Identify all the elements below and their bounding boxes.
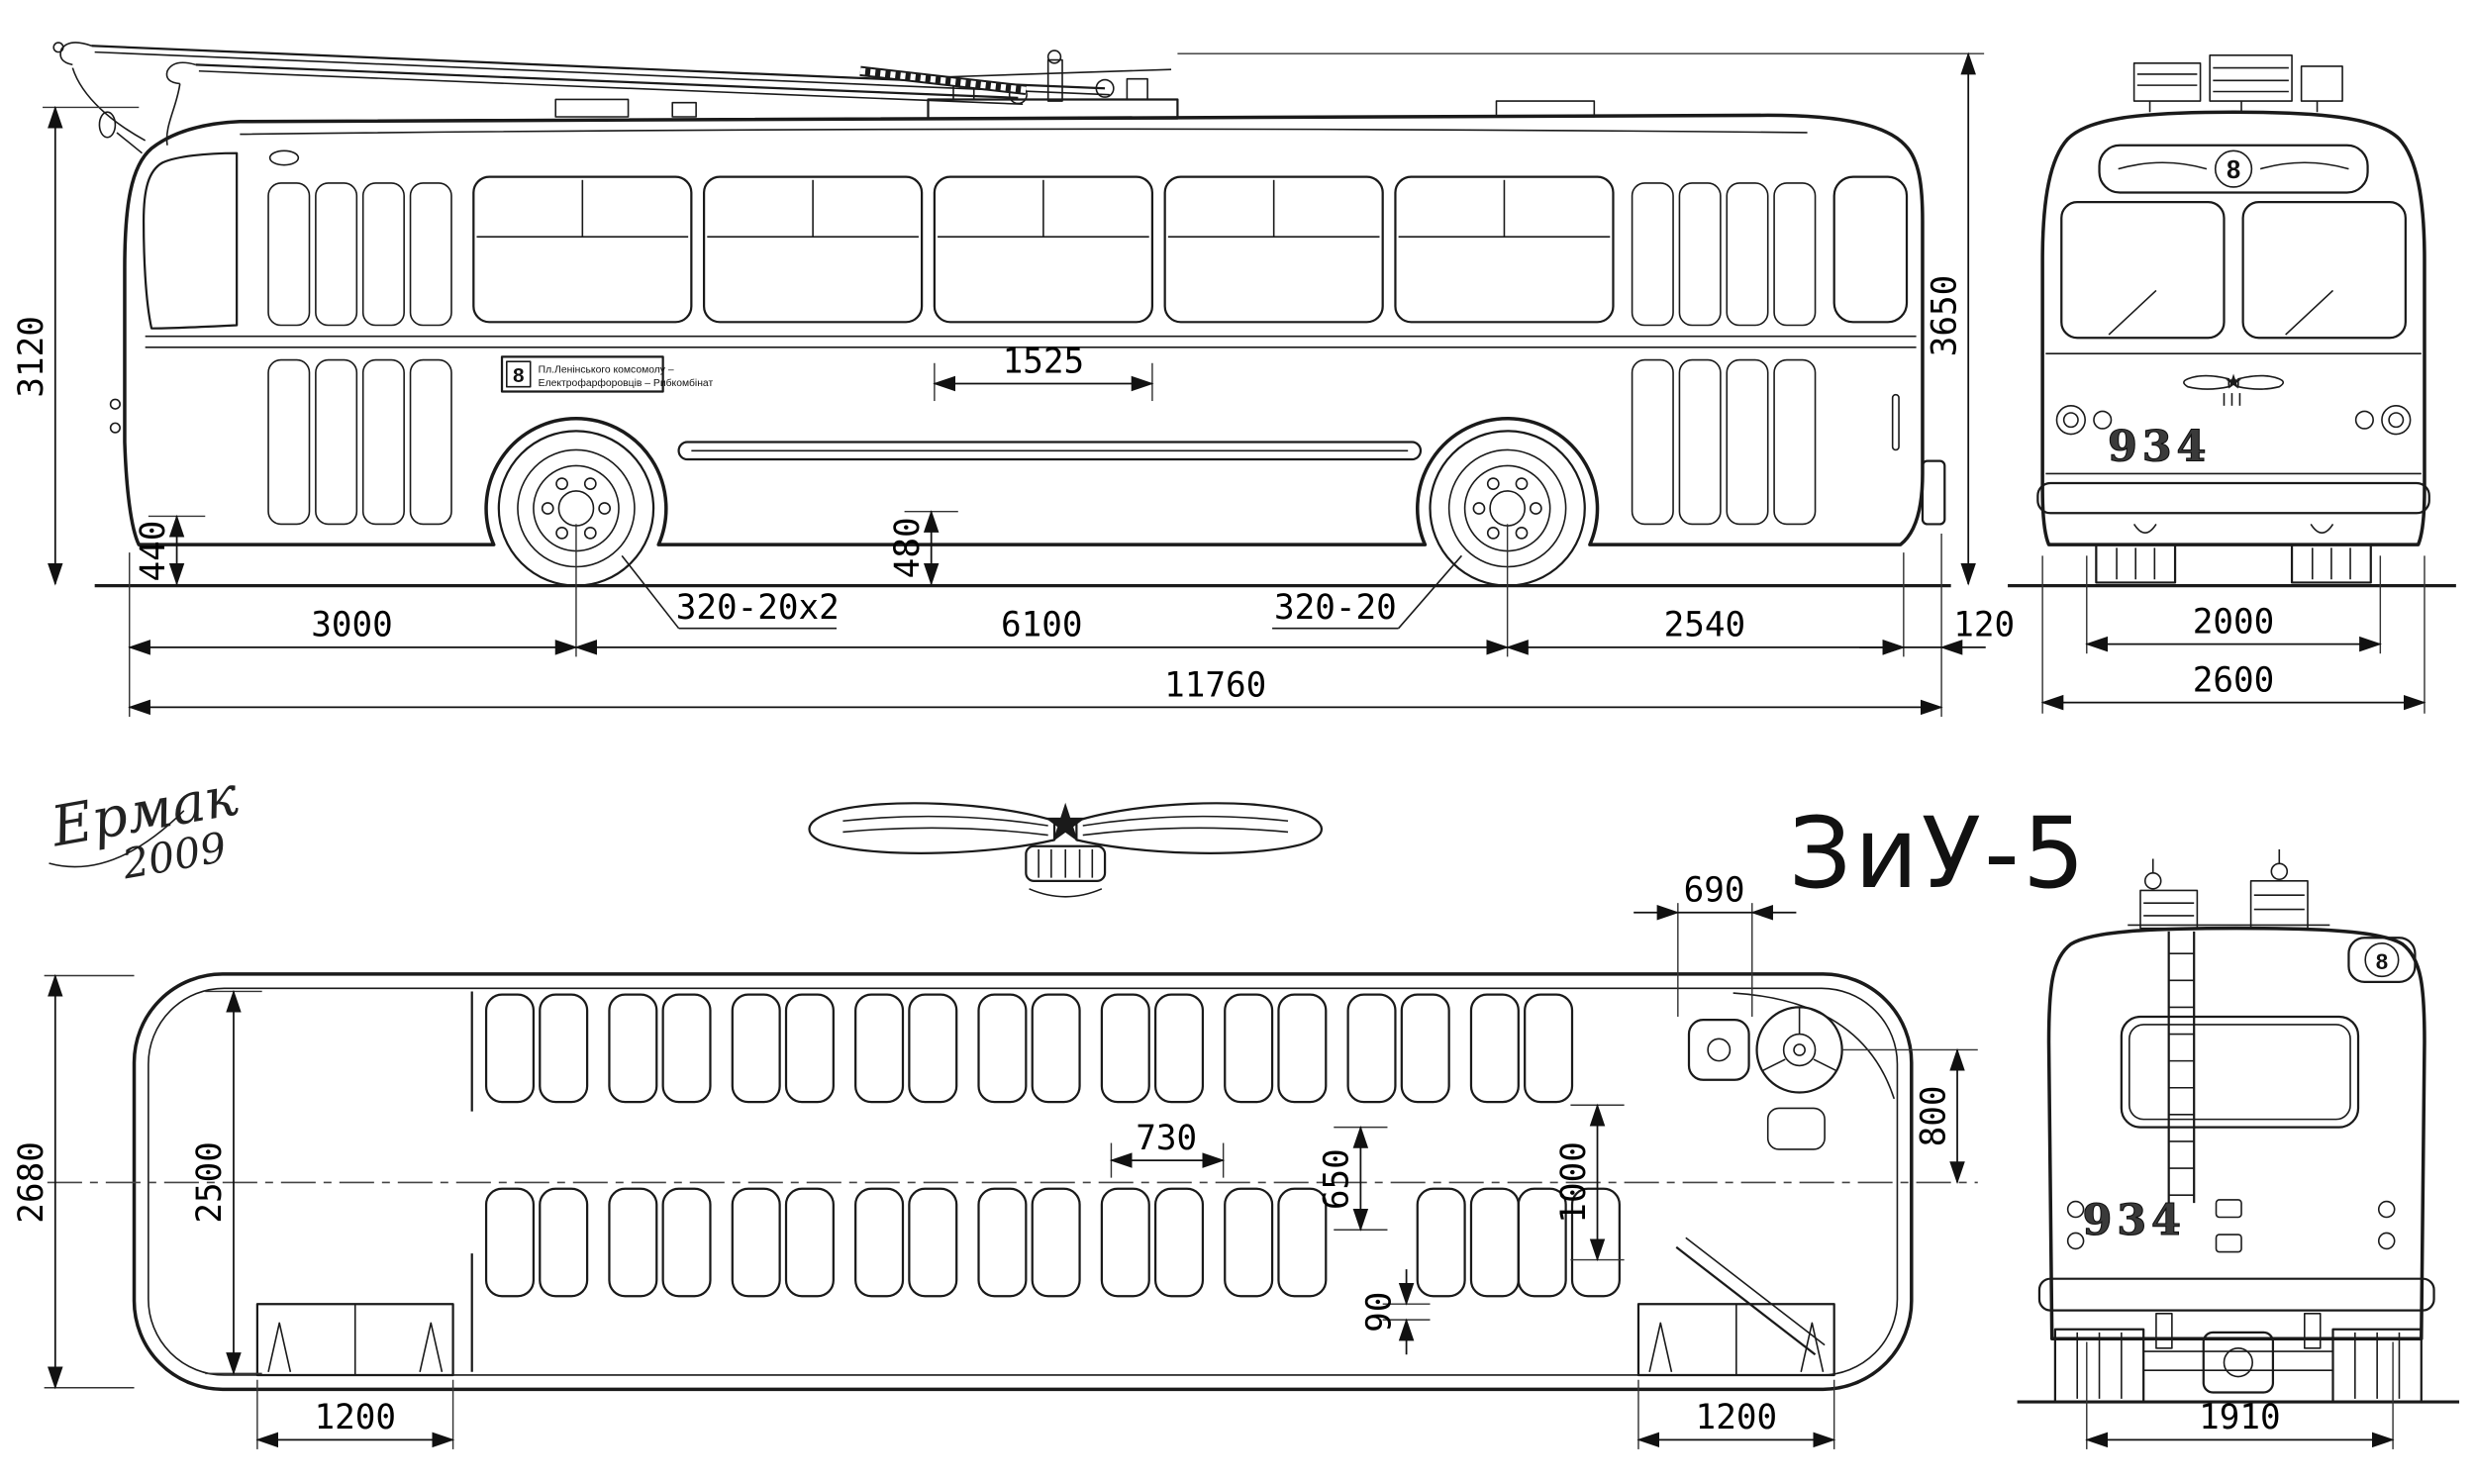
headlights <box>2055 405 2412 436</box>
dim-overall-length: 11760 <box>1164 665 1266 705</box>
rear-window-inner <box>2128 1024 2351 1121</box>
front-body-outline <box>2040 110 2426 546</box>
plan-dimensions: 2680 2500 730 650 1000 90 <box>12 871 1978 1449</box>
dim-wheelbase: 6100 <box>1001 606 1083 645</box>
dim-plan-overall-width: 2680 <box>12 1141 51 1224</box>
rear-undercarriage <box>2053 1312 2423 1404</box>
front-wheels <box>2095 544 2372 584</box>
page-title: ЗиУ-5 <box>1789 797 2088 911</box>
front-dimensions: 2000 2600 <box>2040 555 2426 714</box>
windscreen-left <box>2060 201 2226 340</box>
label-front-tyres: 320-20x2 <box>676 588 840 628</box>
trolley-poles <box>52 42 1179 146</box>
author-signature: Ермак 2009 <box>46 763 243 888</box>
dim-step-gap: 90 <box>1360 1292 1400 1333</box>
front-emblem-star-icon: ★ <box>2225 369 2243 393</box>
front-view: 8 ★ 934 <box>2008 54 2456 714</box>
dim-overall-height: 3650 <box>1925 275 1964 357</box>
route-sign-line1: Пл.Ленінського комсомолу – <box>539 364 674 375</box>
front-door <box>267 182 452 526</box>
emblem-grille <box>1025 844 1107 882</box>
dim-overall-width: 2600 <box>2193 660 2275 700</box>
dim-front-door-width: 1200 <box>1696 1398 1778 1437</box>
front-emblem: ★ <box>2183 369 2285 406</box>
windscreen <box>142 151 239 330</box>
dim-front-overhang: 3000 <box>311 606 393 645</box>
side-route-sign: 8 Пл.Ленінського комсомолу – Електрофарф… <box>500 355 714 393</box>
marker-light <box>268 149 300 166</box>
rub-strip <box>677 441 1423 461</box>
belt-trim <box>145 335 1917 348</box>
wiper-right <box>2285 289 2334 336</box>
rear-dimensions: 1910 <box>2085 1341 2395 1449</box>
rear-door-stepwell <box>255 1303 454 1377</box>
dim-rear-track-width: 1910 <box>2199 1398 2281 1437</box>
dim-track-width: 2000 <box>2193 602 2275 642</box>
rear-route-number: 8 <box>2376 949 2388 974</box>
dim-interior-width: 2500 <box>190 1141 230 1224</box>
pole-rope <box>71 67 147 142</box>
rear-lights <box>2066 1199 2396 1253</box>
side-windows <box>472 175 1909 324</box>
dim-rear-projection: 120 <box>1953 606 2015 645</box>
rear-corner-window <box>1832 175 1909 324</box>
driver-area <box>1675 992 1896 1356</box>
factory-emblem: ★ <box>808 792 1323 898</box>
plan-view: 2680 2500 730 650 1000 90 <box>12 871 1978 1449</box>
rear-bumper <box>2037 1277 2435 1312</box>
front-roof-equipment <box>2132 54 2343 113</box>
dim-seat-row-width: 650 <box>1318 1148 1357 1210</box>
rear-roof-equipment <box>2128 848 2330 930</box>
mirror <box>98 111 143 154</box>
rear-route-badge: 8 <box>2347 937 2417 984</box>
rear-bumper-step <box>1921 459 1946 526</box>
dim-trolley-offset: 690 <box>1684 871 1745 911</box>
side-dimensions: 3120 3650 440 480 1525 3000 6100 <box>12 51 2015 717</box>
front-route-number: 8 <box>2227 156 2240 184</box>
roof-inner-line <box>240 128 1808 136</box>
emblem-star-icon: ★ <box>1041 792 1090 854</box>
rear-view: 8 934 <box>2017 848 2460 1449</box>
rear-door <box>1631 182 1817 526</box>
dim-seat-pitch: 730 <box>1136 1119 1197 1158</box>
side-view: 8 Пл.Ленінського комсомолу – Електрофарф… <box>12 42 2015 717</box>
tow-hook-right <box>2310 523 2334 534</box>
windscreen-right <box>2241 201 2407 340</box>
wiper-left <box>2108 289 2157 336</box>
dim-front-floor-height: 440 <box>134 521 173 582</box>
bus-body-outline <box>123 113 1925 546</box>
dim-driver-offset: 800 <box>1914 1085 1953 1146</box>
route-sign-number: 8 <box>513 364 525 387</box>
front-small-details <box>109 398 121 434</box>
trolley-base-plan <box>1687 1019 1750 1081</box>
dim-body-height: 3120 <box>12 316 51 398</box>
dim-rear-door-width: 1200 <box>314 1398 396 1437</box>
rear-vehicle-number: 934 <box>2083 1196 2186 1245</box>
dim-mid-floor-height: 480 <box>888 517 928 578</box>
rear-handle <box>1891 393 1900 451</box>
front-vehicle-number: 934 <box>2108 423 2211 472</box>
route-sign-line2: Електрофарфоровців – Рибкомбінат <box>539 377 714 389</box>
dim-rear-overhang: 2540 <box>1664 606 1746 645</box>
roof-ladder <box>2167 931 2196 1204</box>
dim-window-width: 1525 <box>1003 342 1085 381</box>
rear-body-outline <box>2046 926 2426 1341</box>
front-destination-sign: 8 <box>2098 144 2369 194</box>
tow-hook-left <box>2132 523 2157 534</box>
roof-vents <box>554 98 1596 118</box>
dashboard-line <box>1732 992 1896 1100</box>
seat-rows <box>484 993 1621 1298</box>
front-bumper <box>2036 481 2430 515</box>
dim-front-platform: 1000 <box>1554 1141 1594 1224</box>
label-rear-tyres: 320-20 <box>1274 588 1397 628</box>
driver-seat <box>1766 1107 1826 1150</box>
rear-window <box>2120 1015 2360 1129</box>
front-door-stepwell <box>1636 1303 1835 1377</box>
